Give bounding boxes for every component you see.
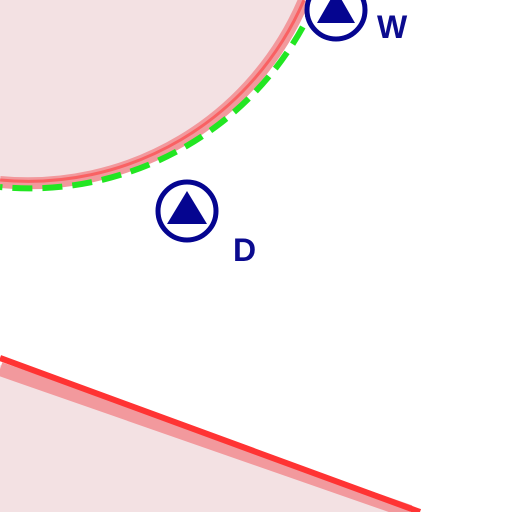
triangle-in-circle-icon — [167, 191, 207, 224]
marker-w[interactable] — [304, 0, 368, 42]
marker-w-label: W — [377, 9, 408, 45]
triangle-in-circle-icon — [317, 0, 355, 23]
lower-zone[interactable] — [0, 355, 422, 512]
circular-zone-border-line — [0, 0, 306, 183]
circular-zone-fill — [0, 0, 304, 188]
marker-d[interactable] — [155, 179, 219, 243]
lower-zone-border — [0, 362, 413, 512]
dashed-route[interactable] — [0, 0, 319, 192]
marker-d-label: D — [233, 232, 256, 268]
lower-zone-border-line — [0, 355, 422, 512]
circular-zone[interactable] — [0, 0, 310, 190]
